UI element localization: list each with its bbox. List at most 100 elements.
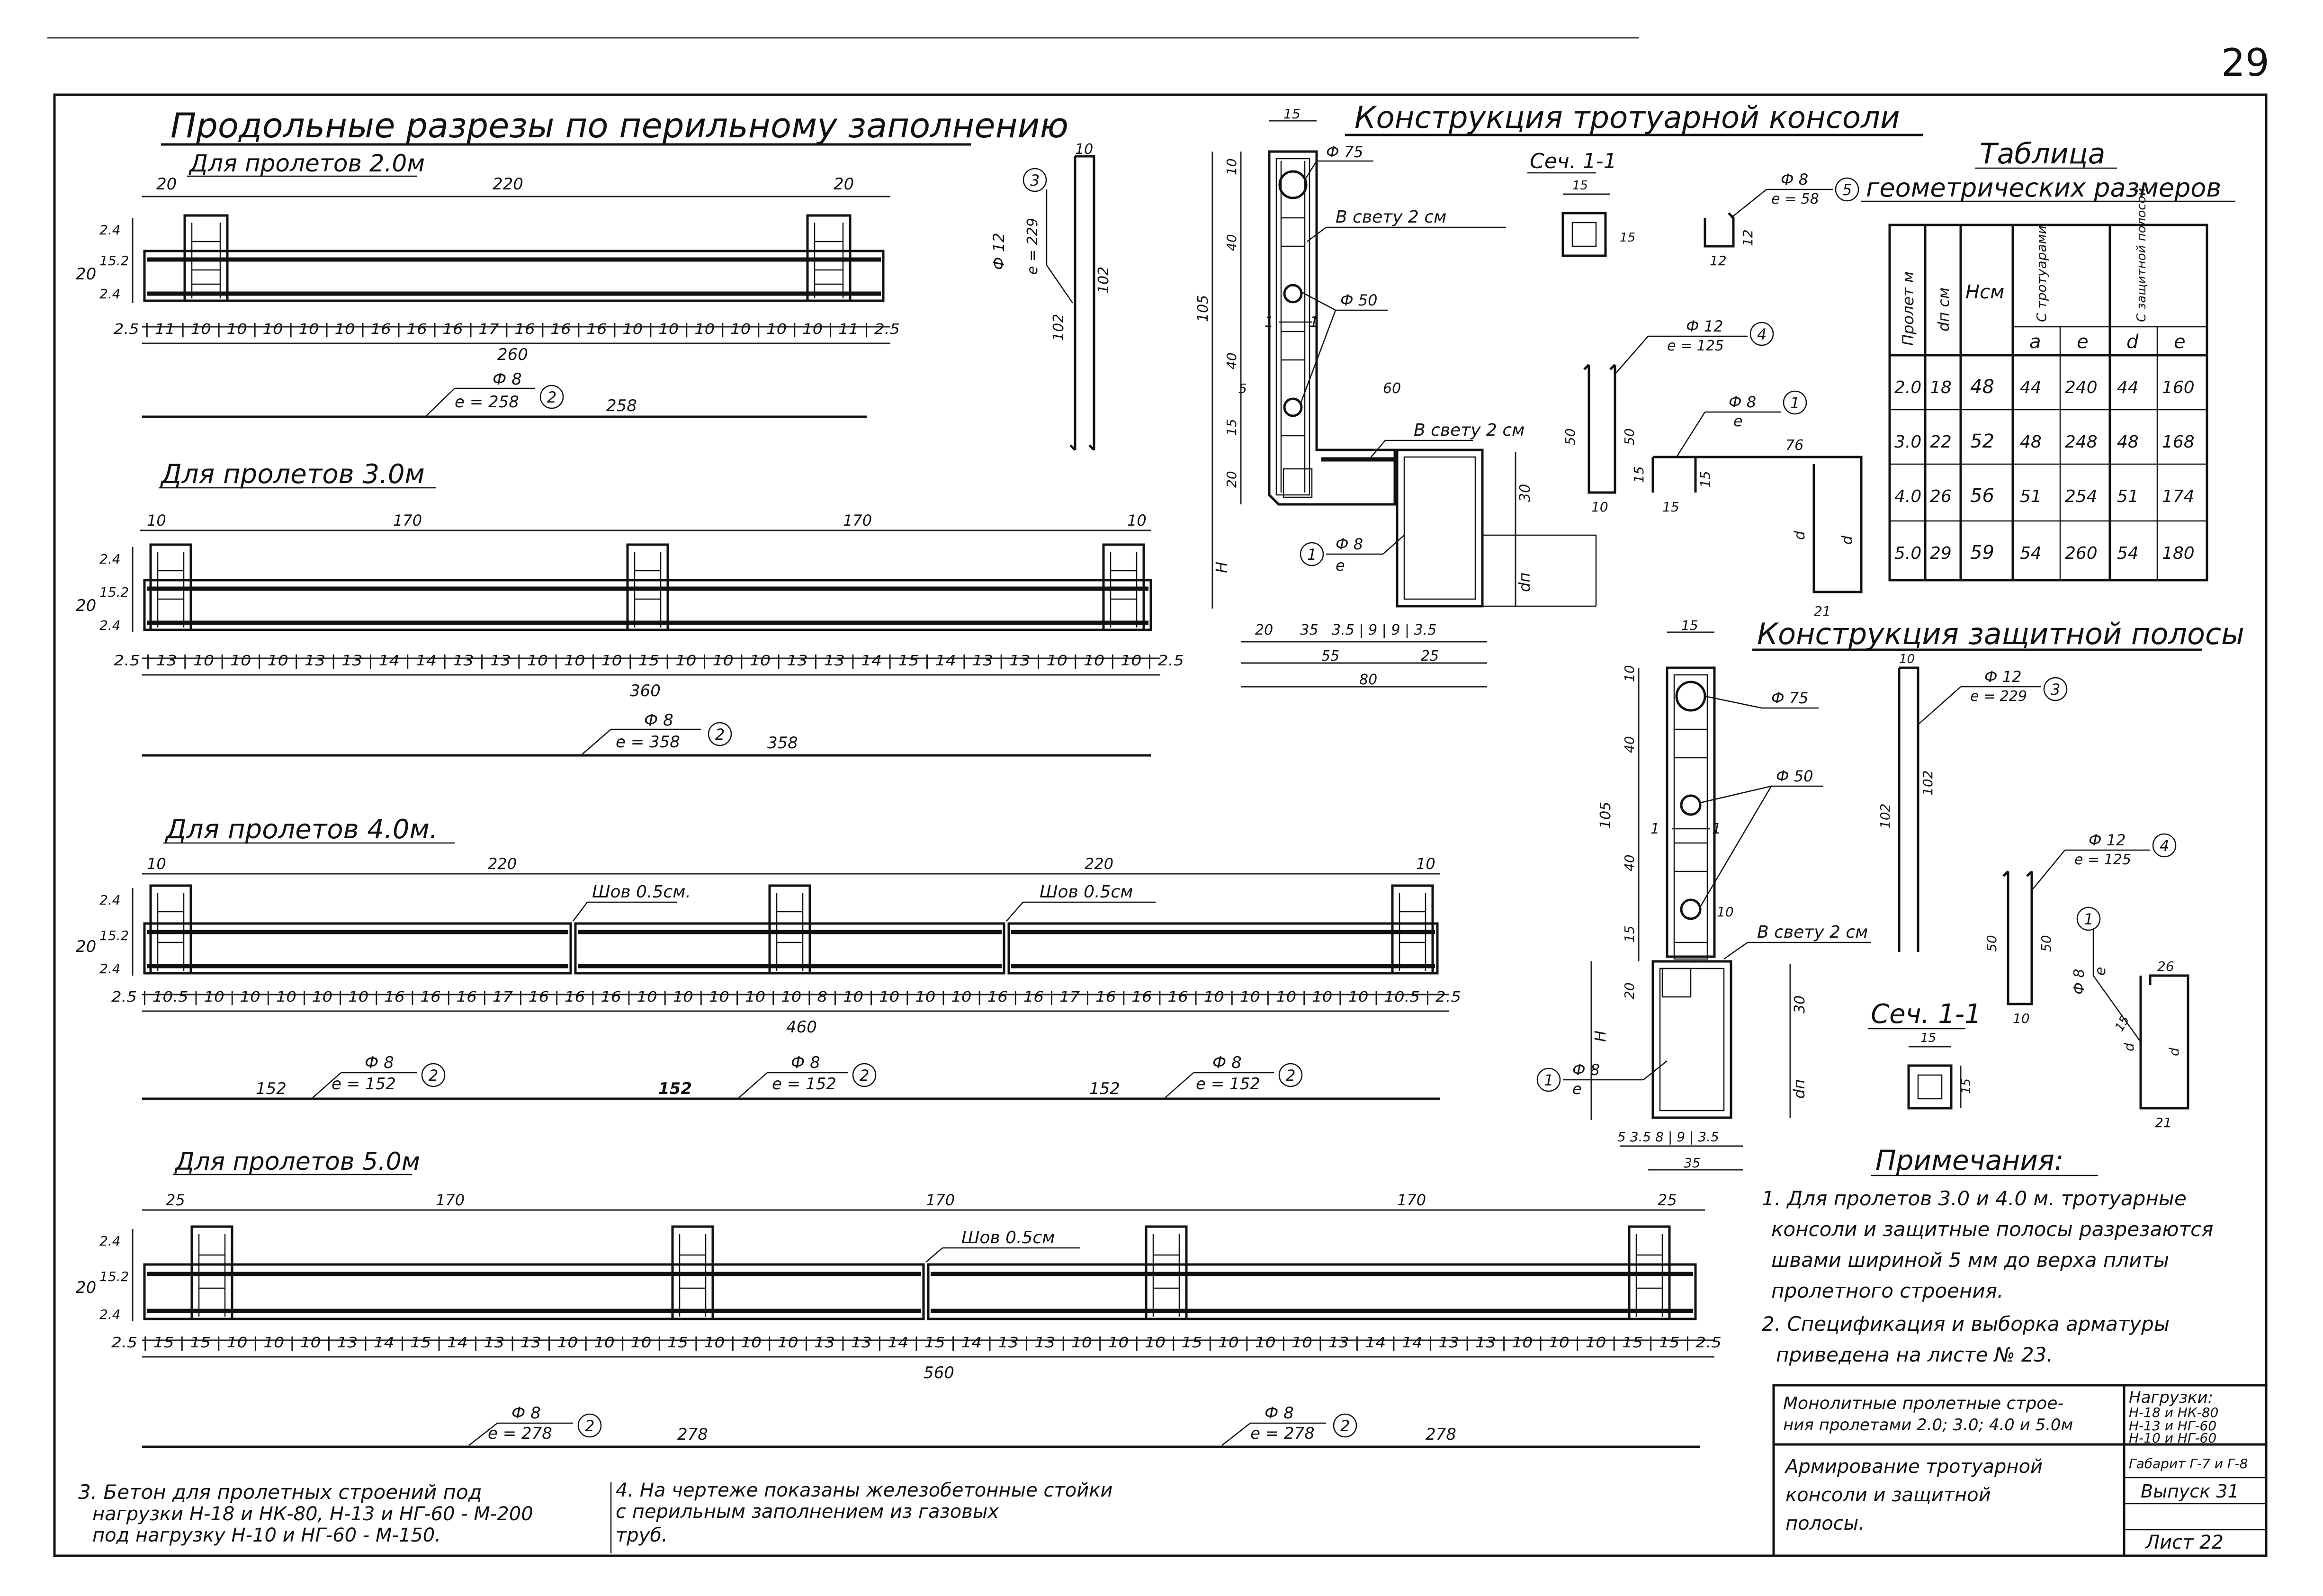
section-mark: 1 <box>1712 821 1721 837</box>
clear-gap-label: В свету 2 см <box>1757 923 1868 942</box>
note-line: труб. <box>616 1524 668 1546</box>
bar-mark-1: 1 <box>2084 910 2093 928</box>
bar-len: e = 278 <box>488 1424 552 1443</box>
table-cell: 51 <box>2020 487 2042 506</box>
bar-total: 278 <box>677 1425 708 1444</box>
note-line: пролетного строения. <box>1771 1279 2003 1302</box>
dim: d <box>2166 1048 2182 1056</box>
bar-len: e <box>2092 967 2109 976</box>
dim: 40 <box>1224 234 1239 251</box>
geometry-table: Таблица геометрических размеров Пролет м… <box>1861 137 2235 582</box>
span-30-section: Для пролетов 3.0м 10 170 170 10 2.4 15.2… <box>76 459 1184 757</box>
span-50-section: Для пролетов 5.0м 25 170 170 170 25 Шов … <box>76 1148 1722 1448</box>
dn-label: dп <box>1516 573 1534 592</box>
note-line: 1. Для пролетов 3.0 и 4.0 м. тротуарные <box>1762 1187 2187 1210</box>
dim: 40 <box>1622 854 1637 871</box>
dim: 50 <box>1984 935 2000 952</box>
stamp-loads: Нагрузки: <box>2129 1388 2213 1407</box>
table-cell: 44 <box>2117 378 2139 397</box>
strip-title: Конструкция защитной полосы <box>1757 617 2244 651</box>
dim: 10 <box>1622 665 1637 682</box>
stamp-title: Армирование тротуарной <box>1784 1456 2043 1478</box>
table-subheader: e <box>2174 331 2186 353</box>
dim: d <box>2121 1043 2137 1051</box>
table-cell: 29 <box>1930 544 1952 563</box>
bar-5-detail: 12 12 Ф 8 e = 58 5 <box>1704 170 1859 269</box>
section-label: Сеч. 1-1 <box>1530 149 1617 173</box>
console-bottom-dims: 20 35 3.5 | 9 | 9 | 3.5 <box>1255 622 1436 638</box>
span-20-dim-mid: 220 <box>493 175 523 194</box>
bar-total: 152 <box>658 1079 692 1098</box>
span-20-dim-right: 20 <box>834 175 854 194</box>
bar-mark-1: 1 <box>1790 394 1800 412</box>
bar-len: e <box>1572 1080 1582 1098</box>
dim: 105 <box>1195 295 1211 322</box>
span-40-total: 460 <box>786 1018 817 1037</box>
table-cell: 3.0 <box>1894 432 1921 452</box>
span-40-bottom-dims: 2.5 | 10.5 | 10 | 10 | 10 | 10 | 10 | 16… <box>111 989 1461 1005</box>
bar-mark-2: 2 <box>547 388 556 406</box>
dn-label: dп <box>1790 1079 1808 1099</box>
span-40-label: Для пролетов 4.0м. <box>164 814 438 845</box>
dim: 102 <box>1050 314 1067 341</box>
bar-total: 152 <box>256 1079 287 1098</box>
span-20-section: Для пролетов 2.0м 20 220 20 2.4 15.2 20 … <box>76 150 900 418</box>
stamp-loads: Н-18 и НК-80 <box>2129 1405 2218 1420</box>
stamp-title: консоли и защитной <box>1785 1484 1991 1506</box>
table-cell: 260 <box>2065 544 2098 563</box>
dim: 10 <box>1591 499 1608 515</box>
table-cell: 54 <box>2020 544 2042 563</box>
span-20-total: 260 <box>497 345 528 364</box>
dim: 10 <box>1717 904 1734 920</box>
bar-total: 278 <box>1426 1425 1456 1444</box>
dim: 25 <box>166 1191 185 1209</box>
table-cell: 51 <box>2117 487 2139 506</box>
strip-bottom-dims: 5 3.5 8 | 9 | 3.5 <box>1617 1129 1719 1145</box>
console-construction: Конструкция тротуарной консоли 1 1 Ф 75 … <box>1195 100 1923 688</box>
note-line: 4. На чертеже показаны железобетонные ст… <box>616 1479 1112 1501</box>
table-cell: 4.0 <box>1894 487 1921 506</box>
dim: 20 <box>76 265 96 284</box>
span-30-bottom-dims: 2.5 | 13 | 10 | 10 | 10 | 13 | 13 | 14 |… <box>114 653 1184 669</box>
section-label: Сеч. 1-1 <box>1871 999 1982 1030</box>
bar-diam: Ф 8 <box>1572 1061 1600 1079</box>
stamp-sheet: Лист 22 <box>2144 1532 2224 1553</box>
dim: 40 <box>1224 352 1239 369</box>
span-20-bottom-dims: 2.5 | 11 | 10 | 10 | 10 | 10 | 10 | 16 |… <box>114 321 900 338</box>
dim: 102 <box>1095 267 1112 294</box>
dim: 15 <box>1631 466 1647 483</box>
section-mark: 1 <box>1309 314 1318 331</box>
table-cell: 5.0 <box>1894 544 1921 563</box>
dim: 10 <box>2013 1011 2030 1026</box>
dim: 2.4 <box>99 961 121 977</box>
bar-len: e = 125 <box>2074 852 2131 868</box>
dim: 50 <box>1562 428 1578 445</box>
bar-diam: Ф 8 <box>1781 170 1808 188</box>
stamp-project: Монолитные пролетные строе- <box>1783 1394 2063 1413</box>
table-cell: 59 <box>1970 542 1994 564</box>
dim: d <box>1792 530 1808 540</box>
bar-diam: Ф 12 <box>990 233 1008 270</box>
dim: 20 <box>76 1278 96 1297</box>
table-cell: 160 <box>2162 378 2195 397</box>
bar-mark-3: 3 <box>2051 681 2060 699</box>
span-30-total: 360 <box>630 681 661 700</box>
dim: 220 <box>488 855 517 873</box>
table-cell: 248 <box>2065 432 2098 452</box>
table-cell: 240 <box>2065 378 2098 397</box>
table-header: С защитной полосой <box>2135 188 2149 322</box>
bar-diam: Ф 12 <box>1984 668 2021 686</box>
dim: 170 <box>1397 1191 1426 1209</box>
table-cell: 56 <box>1970 485 1994 507</box>
dim: 25 <box>1658 1191 1677 1209</box>
bar-len: e = 152 <box>332 1075 396 1094</box>
bar-len: e = 152 <box>1196 1075 1260 1094</box>
table-cell: 174 <box>2162 487 2195 506</box>
dim: 10 <box>1416 855 1435 873</box>
dim: 21 <box>2155 1115 2172 1130</box>
dim: 2.4 <box>99 286 121 302</box>
bar-diam: Ф 8 <box>2071 969 2088 995</box>
bar-mark-4: 4 <box>1757 325 1767 343</box>
